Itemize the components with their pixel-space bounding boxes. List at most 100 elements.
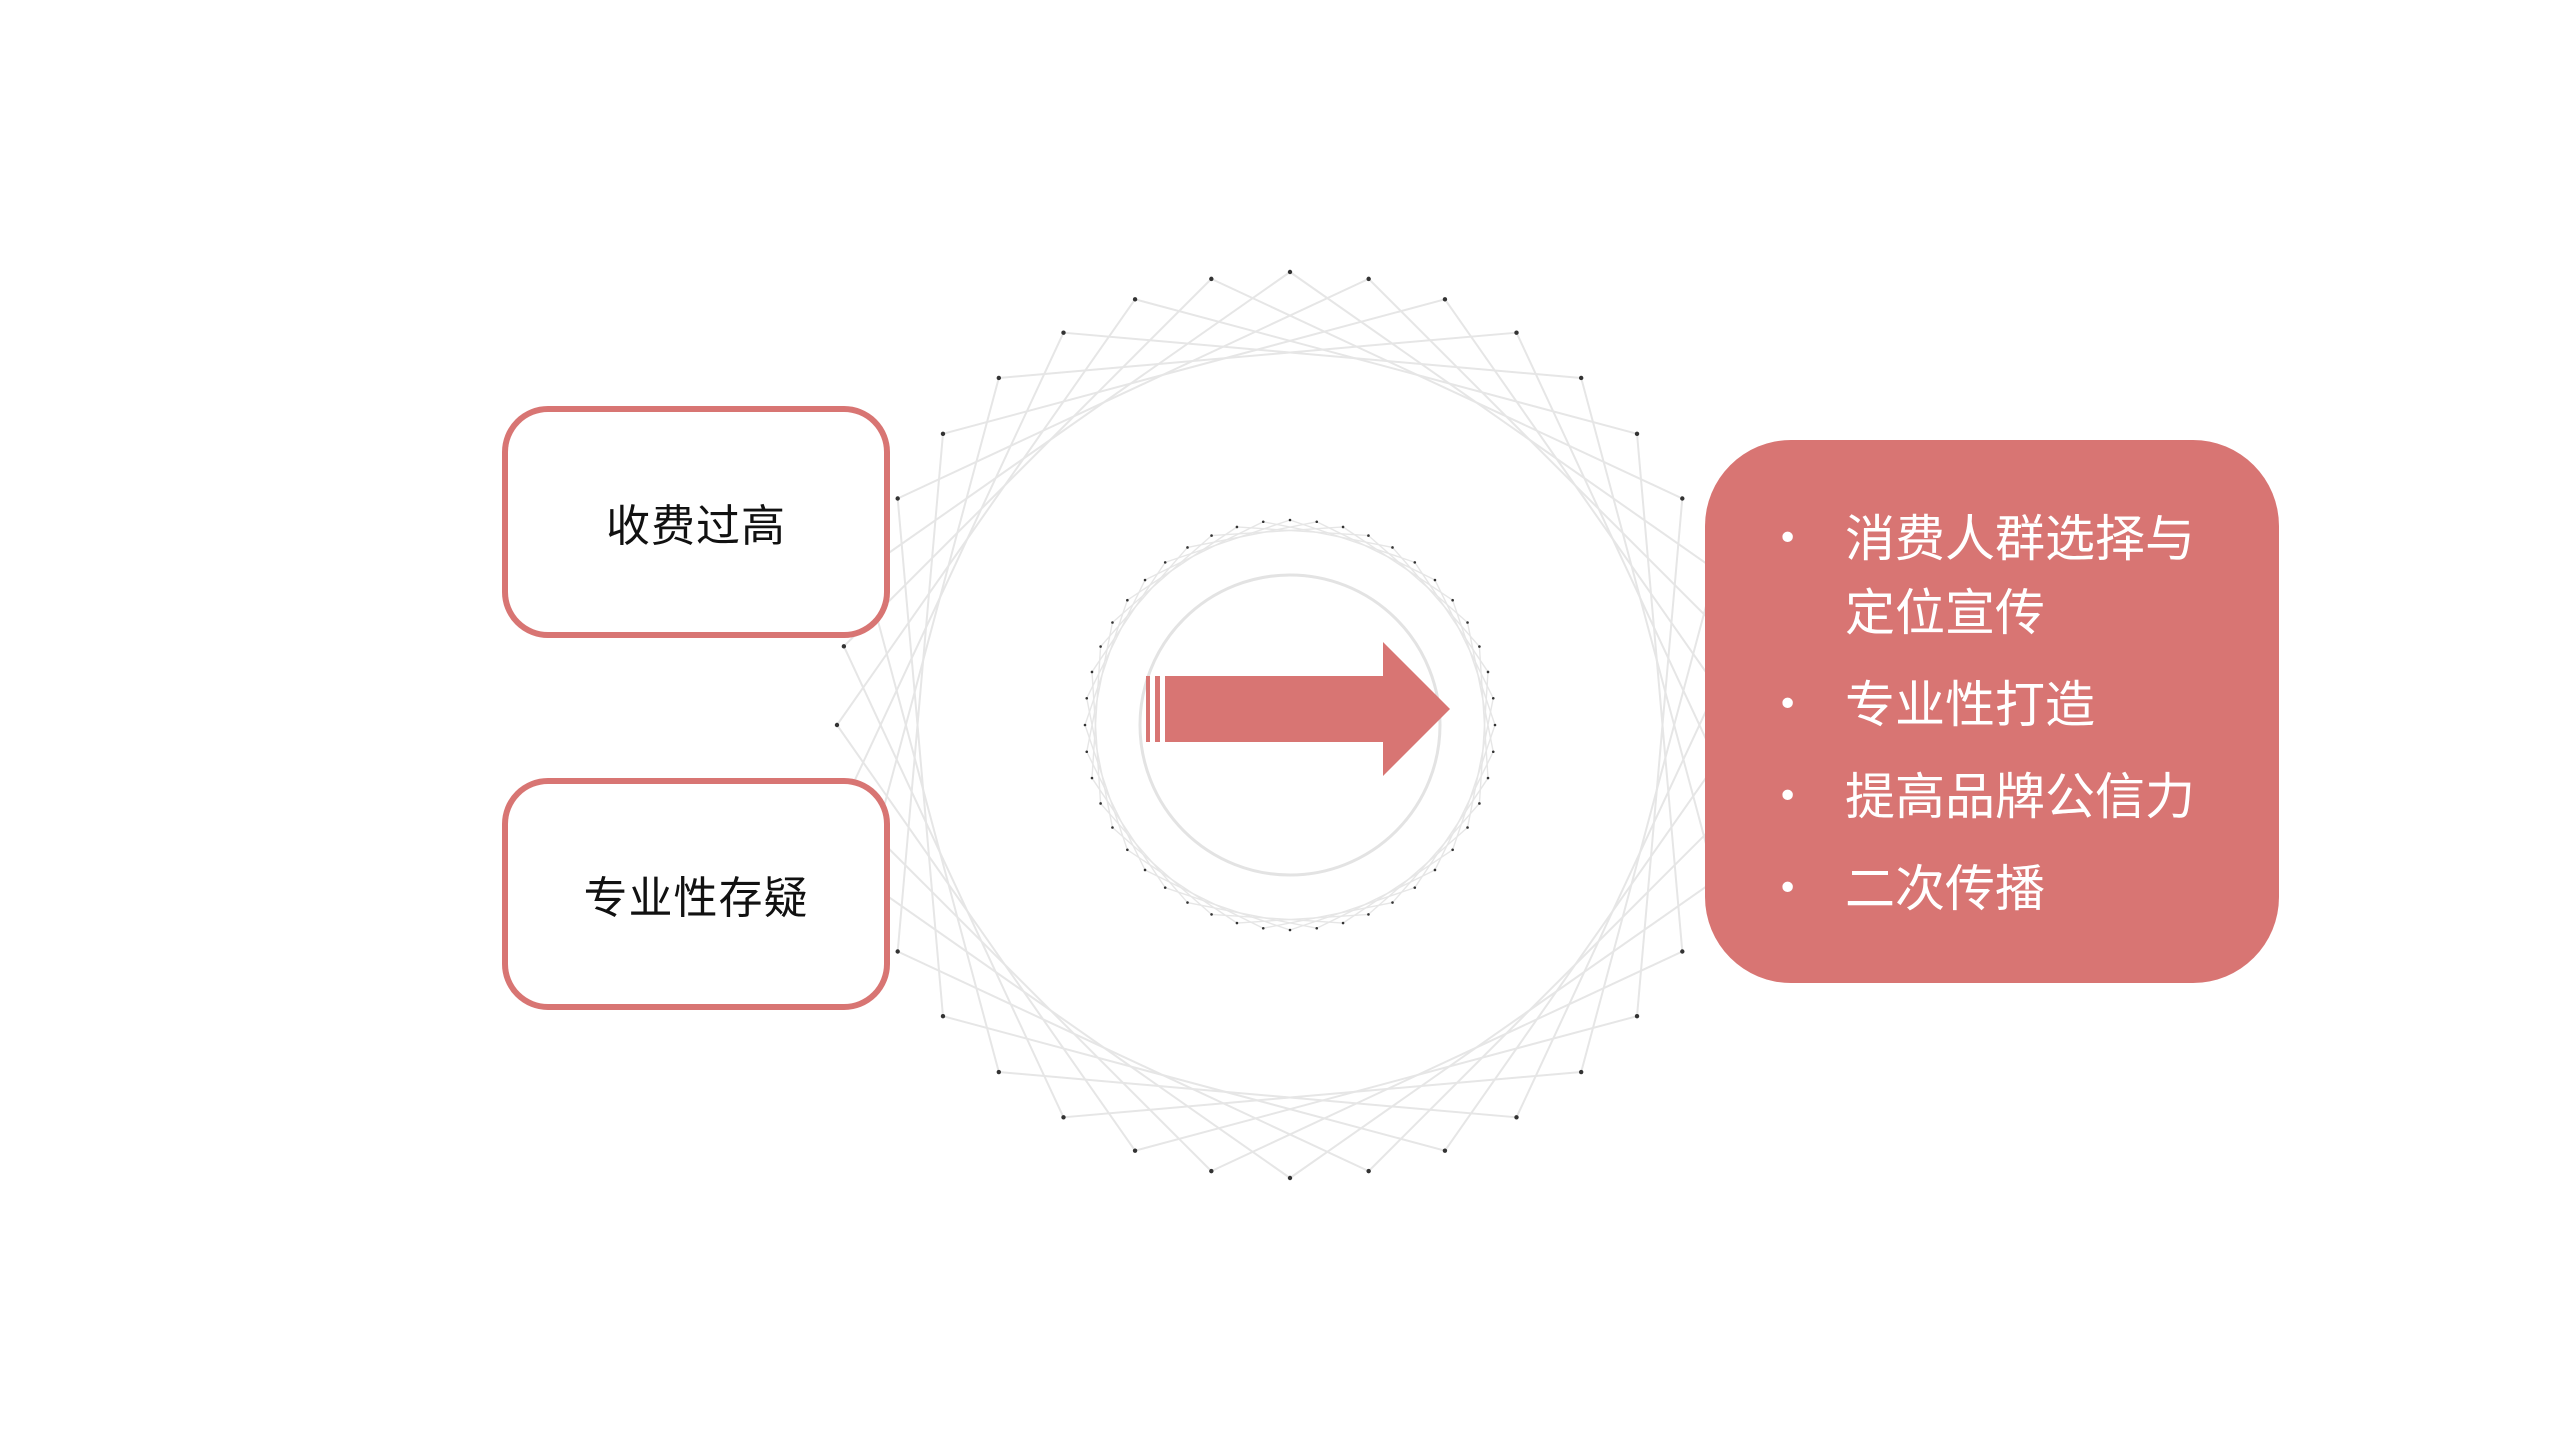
web-dot	[1209, 1168, 1214, 1174]
web-line	[1091, 777, 1166, 889]
web-line	[1187, 521, 1317, 549]
solution-label: 提高品牌公信力	[1845, 768, 2195, 826]
web-line	[1211, 913, 1344, 924]
web-line	[1342, 849, 1454, 924]
web-line	[1289, 271, 1717, 571]
web-dot	[1367, 913, 1370, 916]
web-dot	[1099, 645, 1102, 648]
web-line	[1263, 901, 1393, 929]
web-line	[1086, 622, 1114, 752]
web-line	[1636, 433, 1684, 952]
web-dot	[834, 722, 840, 728]
web-line	[1063, 1071, 1582, 1119]
solution-label: 二次传播	[1845, 860, 2045, 918]
web-line	[1126, 849, 1238, 924]
web-dot	[1413, 886, 1417, 889]
web-line	[1515, 332, 1738, 805]
web-dot	[1163, 886, 1167, 889]
problem-label: 专业性存疑	[583, 873, 809, 924]
web-line	[1289, 519, 1416, 564]
web-dot	[1163, 561, 1167, 564]
web-dot	[1491, 750, 1495, 754]
web-line	[1289, 879, 1717, 1179]
web-line	[1112, 826, 1213, 915]
web-line	[897, 950, 1370, 1173]
web-dot	[1090, 776, 1094, 780]
web-line	[1236, 913, 1369, 924]
web-line	[1391, 547, 1480, 648]
web-dot	[1478, 802, 1481, 805]
web-line	[1091, 646, 1102, 779]
web-dot	[1680, 496, 1685, 501]
web-dot	[1085, 696, 1089, 700]
web-line	[1451, 599, 1496, 726]
web-dot	[1090, 670, 1094, 674]
web-dot	[1493, 723, 1497, 727]
web-line	[843, 802, 1213, 1172]
web-dot	[1143, 868, 1147, 872]
inner-web-lines	[1084, 519, 1496, 931]
web-line	[1316, 521, 1436, 581]
web-dot	[1366, 1168, 1371, 1174]
web-line	[1134, 298, 1638, 435]
web-line	[896, 498, 944, 1017]
web-dot	[1486, 776, 1490, 780]
web-dot	[1634, 431, 1640, 437]
web-dot	[1186, 901, 1189, 904]
web-line	[1144, 869, 1264, 929]
web-line	[1263, 521, 1393, 549]
web-dot	[1288, 928, 1292, 932]
bullet-dot-icon: •	[1777, 868, 1799, 909]
web-dot	[1209, 276, 1214, 282]
web-line	[998, 1071, 1517, 1119]
web-dot	[1099, 802, 1102, 805]
web-dot	[1391, 901, 1394, 904]
web-dot	[1143, 578, 1147, 582]
web-line	[1091, 671, 1102, 804]
web-line	[1084, 724, 1129, 851]
web-dot	[1315, 520, 1319, 524]
web-dot	[1451, 848, 1454, 852]
web-line	[1367, 535, 1468, 624]
web-dot	[1514, 330, 1519, 335]
web-dot	[1235, 921, 1239, 925]
web-dot	[1111, 826, 1114, 829]
inner-web-dots	[1083, 518, 1497, 932]
web-dot	[1433, 578, 1437, 582]
web-line	[1367, 802, 1737, 1172]
web-line	[1164, 886, 1291, 931]
web-dot	[1261, 520, 1265, 524]
web-line	[1100, 547, 1189, 648]
solution-item: • 消费人群选择与定位宣传	[1775, 502, 2239, 650]
web-dot	[1367, 534, 1370, 537]
web-line	[863, 879, 1291, 1179]
bullet-dot-icon: •	[1777, 684, 1799, 725]
web-line	[1466, 698, 1494, 828]
web-dot	[1083, 723, 1087, 727]
web-line	[1444, 298, 1744, 726]
web-line	[1414, 777, 1489, 889]
right-arrow-icon	[1146, 642, 1450, 776]
web-dot	[940, 1013, 946, 1019]
web-dot	[1061, 330, 1066, 335]
web-line	[1211, 526, 1344, 537]
web-dot	[1634, 1013, 1640, 1019]
problem-box-high-fees: 收费过高	[502, 406, 890, 638]
web-line	[1434, 579, 1494, 699]
web-dot	[1235, 525, 1239, 529]
web-line	[1164, 519, 1291, 564]
web-dot	[1578, 375, 1584, 381]
web-line	[1084, 599, 1129, 726]
web-dot	[996, 375, 1002, 381]
web-dot	[940, 431, 946, 437]
web-line	[1100, 802, 1189, 903]
web-line	[1144, 521, 1264, 581]
web-dot	[1186, 546, 1189, 549]
web-line	[843, 278, 1213, 648]
web-dot	[1061, 1115, 1066, 1120]
web-line	[1112, 535, 1213, 624]
outer-web-lines	[836, 271, 1744, 1179]
solution-item: • 二次传播	[1775, 852, 2239, 926]
web-dot	[1341, 921, 1345, 925]
